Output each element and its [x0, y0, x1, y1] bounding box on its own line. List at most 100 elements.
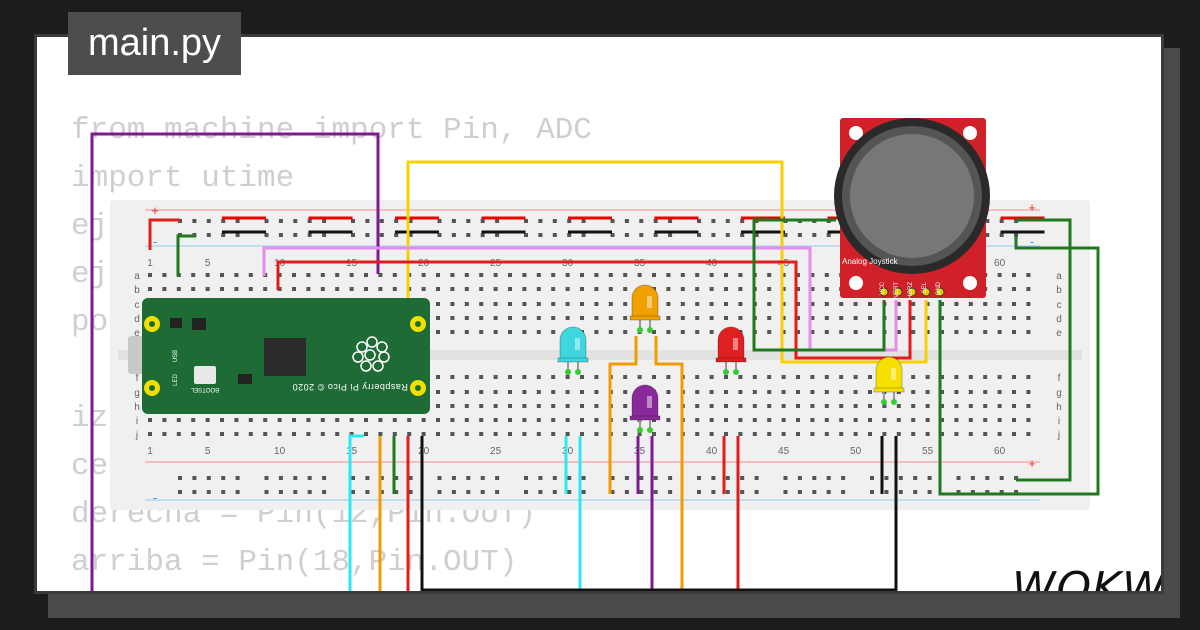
row-letter: i	[136, 416, 138, 427]
joystick-pin-label: SEL	[922, 281, 928, 293]
joystick-knob	[850, 134, 974, 258]
column-number: 60	[994, 258, 1006, 269]
column-number: 1	[147, 446, 153, 457]
joystick-label: Analog Joystick	[842, 257, 899, 266]
led-cyan	[557, 326, 589, 375]
wire-green-rail	[176, 234, 196, 276]
column-number: 50	[850, 446, 862, 457]
column-number: 45	[778, 446, 790, 457]
column-number: 40	[706, 446, 718, 457]
wire-green-joy	[752, 218, 886, 352]
row-letter: a	[1056, 271, 1062, 282]
raspberry-pi-pico	[128, 298, 430, 414]
wire-cyan-left	[348, 434, 364, 591]
wires	[90, 132, 1100, 591]
joystick-pin-label: VCC	[880, 281, 886, 294]
column-number: 25	[490, 446, 502, 457]
led-label: LED	[173, 373, 179, 385]
row-letter: c	[135, 300, 140, 311]
row-letter: c	[1057, 300, 1062, 311]
circuit-diagram[interactable]: 1155101015152020252530303535404045455050…	[37, 37, 1161, 591]
wokwi-logo: WOKWI	[1012, 563, 1164, 594]
column-number: 10	[274, 446, 286, 457]
wire-black	[422, 436, 898, 591]
column-number: 60	[994, 446, 1006, 457]
row-letter: e	[134, 328, 140, 339]
joystick-pin	[935, 287, 945, 297]
led-orange	[629, 284, 661, 333]
bootsel-label: BOOTSEL	[190, 386, 219, 392]
row-letter: g	[134, 388, 140, 399]
rail-sign: +	[1028, 200, 1036, 215]
row-letter: d	[134, 314, 140, 325]
led-body	[631, 384, 659, 419]
mounting-hole	[849, 276, 863, 290]
row-letter: f	[136, 373, 139, 384]
column-number: 55	[922, 446, 934, 457]
joystick-pin	[893, 287, 903, 297]
code-line: abajo = Pin(19,Pin.OUT)	[71, 593, 499, 594]
file-tab[interactable]: main.py	[68, 12, 241, 75]
led-body	[717, 326, 745, 361]
column-number: 15	[346, 446, 358, 457]
row-letter: j	[135, 430, 138, 441]
row-letter: a	[134, 271, 140, 282]
row-letter: g	[1056, 388, 1062, 399]
raspberry-logo-icon	[352, 336, 390, 372]
wire-green-gnd	[938, 300, 1016, 496]
column-number: 5	[205, 258, 211, 269]
led-purple	[629, 384, 661, 433]
led-yellow	[873, 356, 905, 405]
wire-green-right1	[1016, 218, 1072, 482]
joystick-pin	[879, 287, 889, 297]
wire-orange-led	[608, 336, 638, 494]
row-letter: h	[1056, 402, 1062, 413]
code-line: arriba = Pin(18,Pin.OUT)	[71, 545, 518, 580]
joystick-pin-label: HORZ	[908, 282, 914, 299]
rail-sign: +	[1028, 456, 1036, 471]
mounting-hole	[963, 276, 977, 290]
rp2040-chip	[264, 338, 306, 376]
row-letter: j	[1057, 430, 1060, 441]
joystick-pin	[907, 287, 917, 297]
row-letter: f	[1058, 373, 1061, 384]
pico-label: Raspberry Pi Pico © 2020	[292, 382, 408, 392]
row-letter: b	[134, 285, 140, 296]
led-body	[631, 284, 659, 319]
wire-green-right2	[1014, 236, 1100, 496]
rail-sign: +	[151, 203, 159, 218]
row-letter: e	[1056, 328, 1062, 339]
mounting-hole	[849, 126, 863, 140]
row-letter: i	[1058, 416, 1060, 427]
joystick-pin	[921, 287, 931, 297]
column-number: 1	[147, 258, 153, 269]
wire-red-rail	[148, 218, 180, 250]
rail-sign: -	[1030, 234, 1034, 249]
usb-label: USB	[173, 350, 179, 362]
row-letter: d	[1056, 314, 1062, 325]
rail-sign: -	[153, 234, 157, 249]
led-body	[875, 356, 903, 391]
wire-purple-long	[90, 132, 380, 591]
code-line: from machine import Pin, ADC	[71, 113, 592, 148]
breadboard-divider	[118, 350, 1082, 360]
wire-orange	[654, 336, 684, 591]
preview-card: from machine import Pin, ADC import utim…	[34, 34, 1164, 594]
column-number: 20	[418, 446, 430, 457]
mounting-hole	[963, 126, 977, 140]
led-body	[559, 326, 587, 361]
row-letter: b	[1056, 285, 1062, 296]
wire-red	[276, 260, 912, 360]
joystick-pin-label: VERT	[894, 282, 900, 298]
analog-joystick	[834, 118, 990, 298]
joystick-pin-label: GND	[936, 281, 942, 295]
column-number: 30	[562, 446, 574, 457]
rail-sign: -	[153, 490, 157, 505]
column-number: 5	[205, 446, 211, 457]
wire-pink	[262, 246, 898, 352]
bootsel-button	[194, 366, 216, 384]
led-red	[715, 326, 747, 375]
row-letter: h	[134, 402, 140, 413]
code-line: import utime	[71, 161, 295, 196]
rail-holes	[178, 219, 1019, 494]
